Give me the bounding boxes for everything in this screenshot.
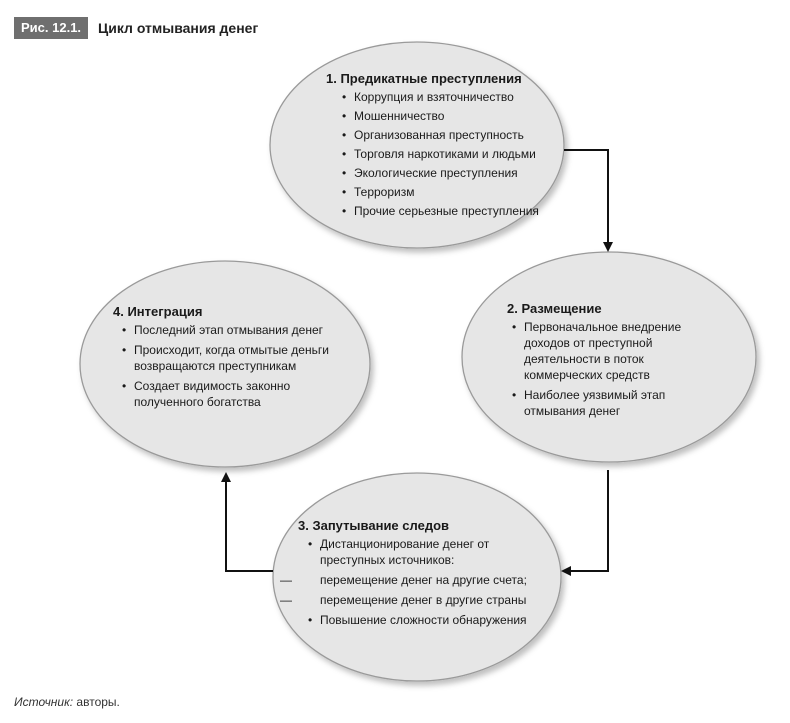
sub-list-item: перемещение денег на другие счета; <box>280 572 538 588</box>
list-item: Экологические преступления <box>340 165 551 181</box>
list-item: Мошенничество <box>340 108 551 124</box>
node-title: 2. Размещение <box>507 301 602 316</box>
figure-label: Рис. 12.1. <box>14 17 89 39</box>
node-title: 3. Запутывание следов <box>298 518 450 533</box>
node-title: 1. Предикатные преступления <box>326 71 522 86</box>
list-item: Происходит, когда отмытые деньги возвращ… <box>120 342 348 374</box>
list-item: Первоначальное внедрение доходов от прес… <box>510 319 722 383</box>
list-item: Последний этап отмывания денег <box>120 322 348 338</box>
list-item: Дистанционирование денег от преступных и… <box>306 536 538 568</box>
list-item: Организованная преступность <box>340 127 551 143</box>
arrow-1-to-2 <box>564 149 613 252</box>
node-layering: 3. Запутывание следов Дистанционирование… <box>280 517 538 632</box>
arrow-2-to-3 <box>561 470 609 576</box>
node-title: 4. Интеграция <box>113 304 203 319</box>
node-list: Первоначальное внедрение доходов от прес… <box>510 319 722 419</box>
node-list: Дистанционирование денег от преступных и… <box>280 536 538 628</box>
node-placement: 2. Размещение Первоначальное внедрение д… <box>507 300 722 423</box>
node-list: Последний этап отмывания денег Происходи… <box>120 322 348 410</box>
figure-title: Цикл отмывания денег <box>98 20 259 36</box>
list-item: Коррупция и взяточничество <box>340 89 551 105</box>
arrow-3-to-4 <box>221 472 273 572</box>
source-note: Источник: авторы. <box>14 695 120 709</box>
sub-list-item: перемещение денег в другие страны <box>280 592 538 608</box>
node-predicate-crimes: 1. Предикатные преступления Коррупция и … <box>326 70 551 222</box>
node-integration: 4. Интеграция Последний этап отмывания д… <box>113 303 348 414</box>
list-item: Терроризм <box>340 184 551 200</box>
source-text: авторы. <box>76 695 120 709</box>
list-item: Торговля наркотиками и людьми <box>340 146 551 162</box>
list-item: Наиболее уязвимый этап отмывания денег <box>510 387 722 419</box>
list-item: Создает видимость законно полученного бо… <box>120 378 348 410</box>
node-list: Коррупция и взяточничество Мошенничество… <box>340 89 551 219</box>
figure-header: Рис. 12.1. Цикл отмывания денег <box>14 17 258 39</box>
list-item: Прочие серьезные преступления <box>340 203 551 219</box>
list-item: Повышение сложности обнаружения <box>306 612 538 628</box>
source-label: Источник: <box>14 695 74 709</box>
